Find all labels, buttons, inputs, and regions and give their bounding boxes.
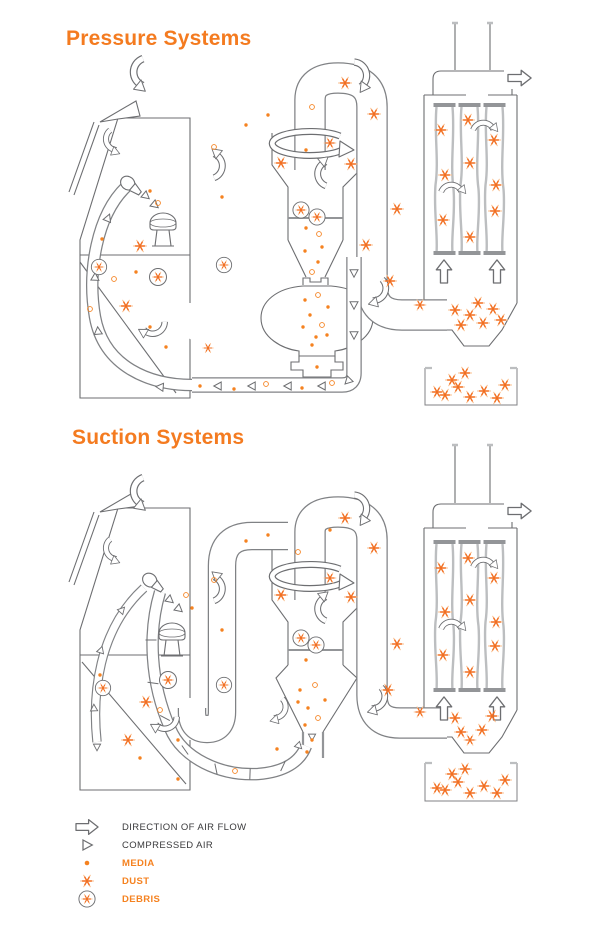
air-hose [89,584,148,752]
dust-tray [424,366,518,406]
direction-of-air-flow-arrow-icon [66,819,110,835]
legend-item: DUST [66,872,366,890]
cabinet-to-cyclone-duct [177,521,288,744]
legend-label: DUST [122,875,150,887]
exhaust-air-arrow-icon [507,69,532,87]
legend-item: DIRECTION OF AIR FLOW [66,818,366,836]
legend-label: COMPRESSED AIR [122,839,214,851]
legend-label: DIRECTION OF AIR FLOW [122,821,247,833]
cabinet-inlet-arrow-icon [134,59,146,92]
spout-feed-arrow-icon [270,698,289,725]
legend-label: DEBRIS [122,893,161,905]
legend-item: COMPRESSED AIR [66,836,366,854]
blast-cabinet [68,100,191,399]
collector-cap [432,503,513,528]
suction-system-diagram [68,443,532,802]
pressure-system-diagram [68,21,532,406]
legend-item: MEDIA [66,854,366,872]
exhaust-stack [454,444,491,503]
legend-item: DEBRIS [66,890,366,908]
legend: DIRECTION OF AIR FLOW COMPRESSED AIR MED… [66,818,366,908]
media-dot-icon [66,855,110,871]
collector-hopper [447,709,518,754]
cabinet-window [68,511,100,586]
media-metering-valve [290,356,344,378]
dust-collector [423,443,532,737]
exhaust-air-arrow-icon [507,502,532,520]
cabinet-window [68,121,100,196]
dust-tray [424,761,518,802]
suction-systems-title: Suction Systems [72,426,245,449]
dust-collector [423,21,532,330]
collector-cap [432,70,513,95]
legend-label: MEDIA [122,857,155,869]
debris-circle-icon [66,889,110,909]
cabinet-inlet-arrow-icon [134,478,146,511]
pressure-systems-title: Pressure Systems [66,27,252,50]
dust-asterisk-icon [66,872,110,890]
media-hose [145,590,312,781]
exhaust-stack [454,22,491,70]
cabinet-to-cyclone-duct [179,107,288,345]
compressed-air-triangle-icon [66,837,110,853]
